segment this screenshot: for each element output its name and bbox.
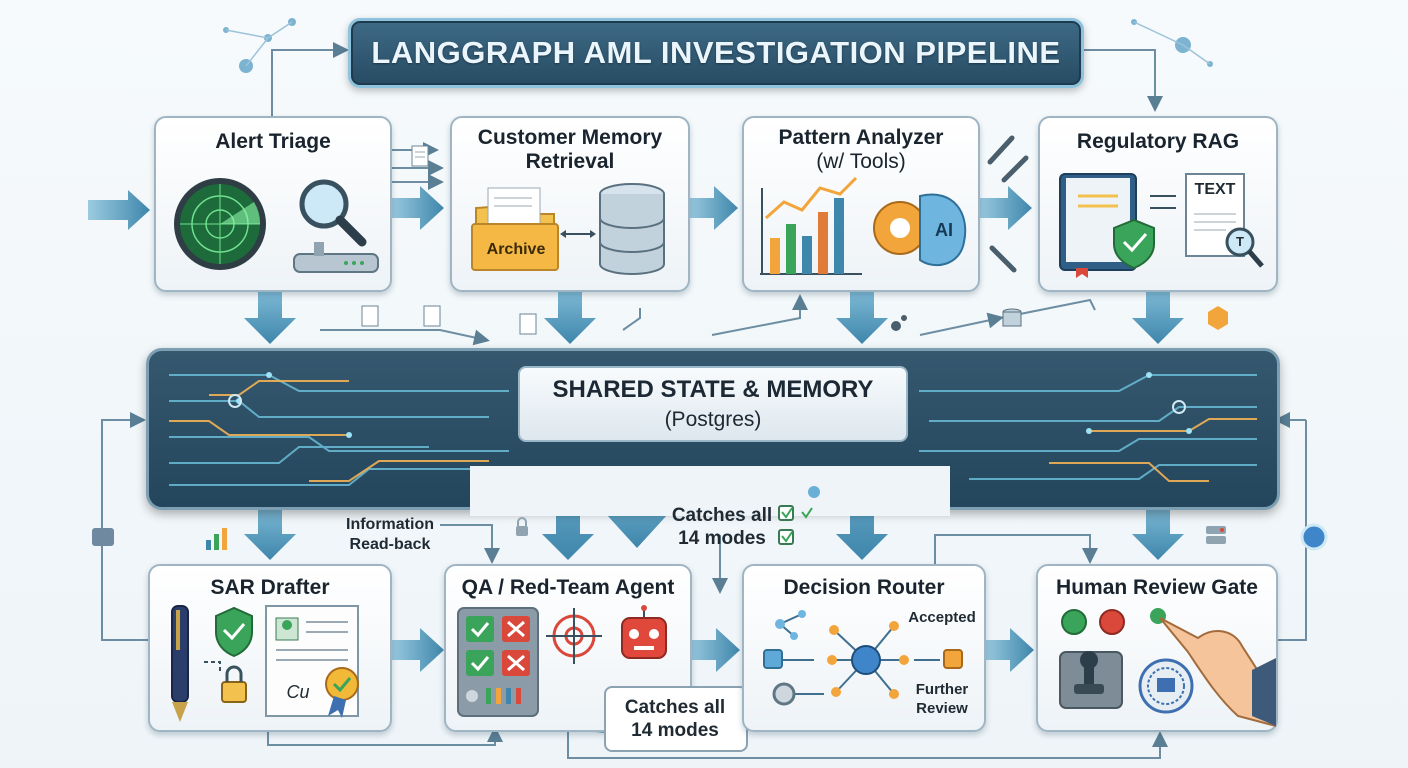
node-title: QA / Red-Team Agent xyxy=(461,576,675,599)
arrow-router-human xyxy=(984,628,1034,672)
control-panel-icon xyxy=(1059,609,1194,714)
hand-pointer-icon xyxy=(1150,608,1276,728)
entry-arrow xyxy=(88,190,150,230)
certificate-icon xyxy=(265,605,359,718)
connector-triage-doc xyxy=(320,329,490,346)
robot-icon xyxy=(621,605,667,659)
target-icon xyxy=(546,608,602,664)
connector-right-loop xyxy=(1276,420,1307,641)
database-icon xyxy=(560,183,665,275)
node-sar-drafter[interactable]: SAR Drafter Cu xyxy=(148,564,392,732)
catches-line2: 14 modes xyxy=(678,528,766,549)
node-title-line1: Pattern Analyzer xyxy=(778,126,944,149)
connector-title-left xyxy=(271,42,349,116)
book-shield-icon xyxy=(1059,173,1176,278)
node-customer-memory[interactable]: Customer Memory Retrieval Archive xyxy=(450,116,690,292)
node-title-line2: Retrieval xyxy=(525,150,615,173)
connector-title-right xyxy=(1080,49,1163,112)
arrow-customer-hub xyxy=(544,290,596,344)
node-title: Customer Memory Retrieval xyxy=(452,126,688,174)
circuit-traces xyxy=(169,372,1257,486)
node-title: Human Review Gate xyxy=(1056,576,1258,599)
arrow-pattern-rag xyxy=(978,186,1032,230)
node-regulatory-rag[interactable]: Regulatory RAG TEXT T xyxy=(1038,116,1278,292)
hub-notch xyxy=(470,466,950,516)
connector-left-loop-b xyxy=(101,524,148,641)
arrow-customer-pattern xyxy=(688,186,738,230)
signature: Cu xyxy=(286,682,310,702)
connector-left-loop xyxy=(101,412,146,524)
node-title: SAR Drafter xyxy=(210,576,330,599)
catches-label: Catches all 14 modes xyxy=(664,504,780,550)
title-banner: LANGGRAPH AML INVESTIGATION PIPELINE xyxy=(348,18,1084,88)
qa-callout-line2: 14 modes xyxy=(631,720,719,741)
node-title: Alert Triage xyxy=(215,130,331,153)
archive-folder-icon xyxy=(471,187,559,271)
pen-icon xyxy=(171,605,189,722)
magnifier-icon xyxy=(299,179,367,247)
arrow-rag-hub xyxy=(1132,290,1184,344)
hub-label: SHARED STATE & MEMORY (Postgres) xyxy=(518,366,908,442)
pipe-icon xyxy=(293,242,379,273)
connector-hub-pattern xyxy=(711,294,808,336)
connector-rag-hub xyxy=(999,298,1096,319)
arrow-hub-sar xyxy=(244,506,296,560)
lock-icon xyxy=(204,661,247,703)
radar-icon xyxy=(174,178,266,270)
node-decision-router[interactable]: Decision Router Accepted Further Review xyxy=(742,564,986,732)
gear-brain-icon xyxy=(873,193,967,267)
qa-callout xyxy=(604,686,748,752)
node-alert-triage[interactable]: Alert Triage xyxy=(154,116,392,292)
connector-cust-loop xyxy=(622,308,641,331)
bar-chart-icon xyxy=(760,176,862,275)
node-human-review[interactable]: Human Review Gate xyxy=(1036,564,1278,732)
node-title: Pattern Analyzer (w/ Tools) xyxy=(744,126,978,174)
node-pattern-analyzer[interactable]: Pattern Analyzer (w/ Tools) AI xyxy=(742,116,980,292)
arrow-triage-customer xyxy=(390,186,444,230)
further-line1: Further xyxy=(915,681,969,698)
hub-subtitle: (Postgres) xyxy=(664,408,762,431)
arrow-pattern-hub xyxy=(836,290,888,344)
info-readback-line1: Information xyxy=(346,516,434,533)
network-router-icon xyxy=(763,610,963,706)
connector-router-human xyxy=(934,534,1098,565)
node-title-line2: (w/ Tools) xyxy=(816,150,906,173)
arrow-qa-router xyxy=(688,628,740,672)
checklist-panel-icon xyxy=(457,607,539,717)
ai-label: AI xyxy=(935,220,953,240)
t-label: T xyxy=(1236,234,1244,249)
arrow-hub-human xyxy=(1132,506,1184,560)
arrow-sar-qa xyxy=(390,628,444,672)
shield-check-icon xyxy=(215,606,253,658)
connector-qa-human xyxy=(567,730,1168,759)
text-document-icon xyxy=(1185,173,1264,268)
node-qa-agent[interactable]: QA / Red-Team Agent Catches all 14 modes xyxy=(444,564,748,752)
arrow-triage-hub xyxy=(244,290,296,344)
connector-sar-qa xyxy=(267,726,503,746)
node-title-line1: Customer Memory xyxy=(477,126,663,149)
accepted-label: Accepted xyxy=(908,609,976,626)
hub-title: SHARED STATE & MEMORY xyxy=(552,376,874,403)
info-readback-line2: Read-back xyxy=(349,536,431,553)
catches-line1: Catches all xyxy=(671,505,773,526)
further-review-label: Further Review xyxy=(904,680,980,718)
text-label: TEXT xyxy=(1194,181,1236,198)
qa-callout-text: Catches all 14 modes xyxy=(606,696,744,742)
archive-label: Archive xyxy=(486,241,546,258)
diagram-title: LANGGRAPH AML INVESTIGATION PIPELINE xyxy=(371,35,1061,70)
qa-callout-line1: Catches all xyxy=(624,697,726,718)
info-readback-label: Information Read-back xyxy=(330,515,450,555)
further-line2: Review xyxy=(916,700,968,717)
node-title: Regulatory RAG xyxy=(1076,130,1240,153)
connector-readback xyxy=(440,524,500,564)
node-title: Decision Router xyxy=(783,576,945,599)
connector-hub-rag xyxy=(919,312,1004,336)
